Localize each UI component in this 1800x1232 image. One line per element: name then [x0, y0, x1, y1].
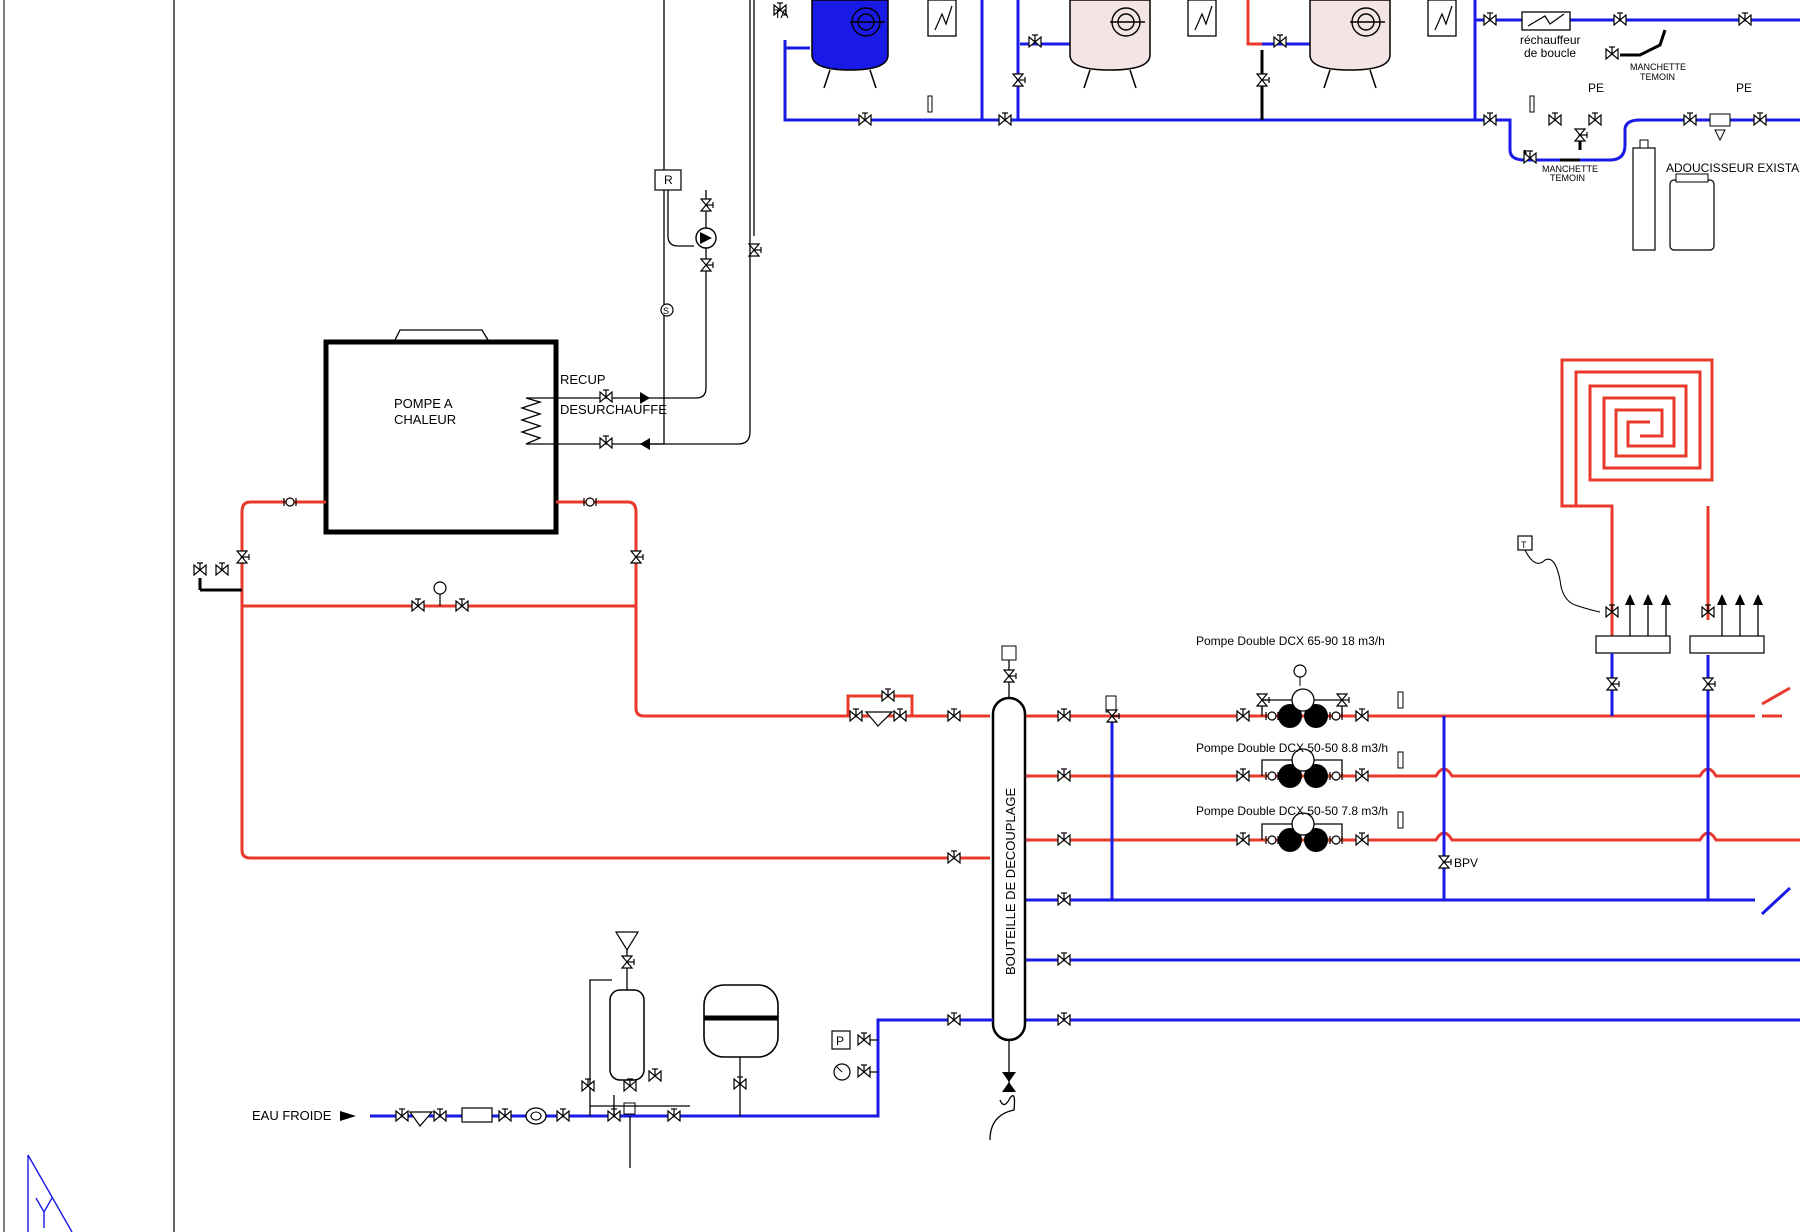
rechauffeur-box [1521, 11, 1571, 31]
rechauffeur-label-2: de boucle [1524, 46, 1576, 60]
storage-tank-blue [811, 0, 957, 89]
pump-3 [1236, 812, 1369, 852]
r-label: R [664, 173, 673, 187]
pump-2-label: Pompe Double DCX 50-50 8.8 m3/h [1196, 741, 1388, 755]
pump-2 [1236, 748, 1369, 788]
top-tank-section: TA réchauffeur de boucle MANCHETTE TEMOI… [773, 0, 1800, 251]
manifold-1 [1595, 635, 1671, 654]
manifold-2 [1689, 635, 1765, 654]
expansion-tank [703, 984, 779, 1058]
cold-water-inlet: EAU FROIDE P [252, 931, 993, 1168]
pac-label-1: POMPE A [394, 396, 453, 411]
distribution-section: BOUTEILLE DE DECOUPLAGE [989, 358, 1800, 1141]
pe-label-2: PE [1736, 81, 1752, 95]
adoucisseur-label: ADOUCISSEUR EXISTANT [1666, 161, 1800, 175]
underfloor-heating-coil [1560, 358, 1714, 716]
expansion-vessel-small [609, 989, 645, 1081]
eau-froide-label: EAU FROIDE [252, 1108, 332, 1123]
pac-label-2: CHALEUR [394, 412, 456, 427]
rechauffeur-label-1: réchauffeur [1520, 33, 1581, 47]
t-label: T [1521, 540, 1527, 550]
pump-3-label: Pompe Double DCX 50-50 7.8 m3/h [1196, 804, 1388, 818]
adoucisseur-unit [1632, 139, 1715, 251]
s-label: S [663, 306, 669, 316]
pompe-a-chaleur-box [323, 339, 559, 535]
manchette-top-label-2: TEMOIN [1640, 72, 1675, 82]
manchette-bot-label-2: TEMOIN [1550, 173, 1585, 183]
pe-label-1: PE [1588, 81, 1604, 95]
desurchauffe-label: DESURCHAUFFE [560, 402, 667, 417]
storage-tank-pink-2 [1309, 0, 1457, 89]
p-label: P [836, 1034, 844, 1048]
heat-pump-section: R S POMPE A CHALEUR RECUP DESURCHAUFFE [193, 0, 990, 864]
p-box [831, 1030, 851, 1050]
manchette-bot-label-1: MANCHETTE [1542, 164, 1598, 174]
bouteille-label: BOUTEILLE DE DECOUPLAGE [1003, 788, 1018, 975]
storage-tank-pink-1 [1069, 0, 1217, 89]
manchette-top-label-1: MANCHETTE [1630, 62, 1686, 72]
ta-label: TA [774, 7, 788, 21]
pump-1-label: Pompe Double DCX 65-90 18 m3/h [1196, 634, 1385, 648]
corner-logo [27, 1154, 73, 1232]
pump-1 [1236, 664, 1369, 728]
bpv-label: BPV [1454, 856, 1478, 870]
recup-label: RECUP [560, 372, 606, 387]
